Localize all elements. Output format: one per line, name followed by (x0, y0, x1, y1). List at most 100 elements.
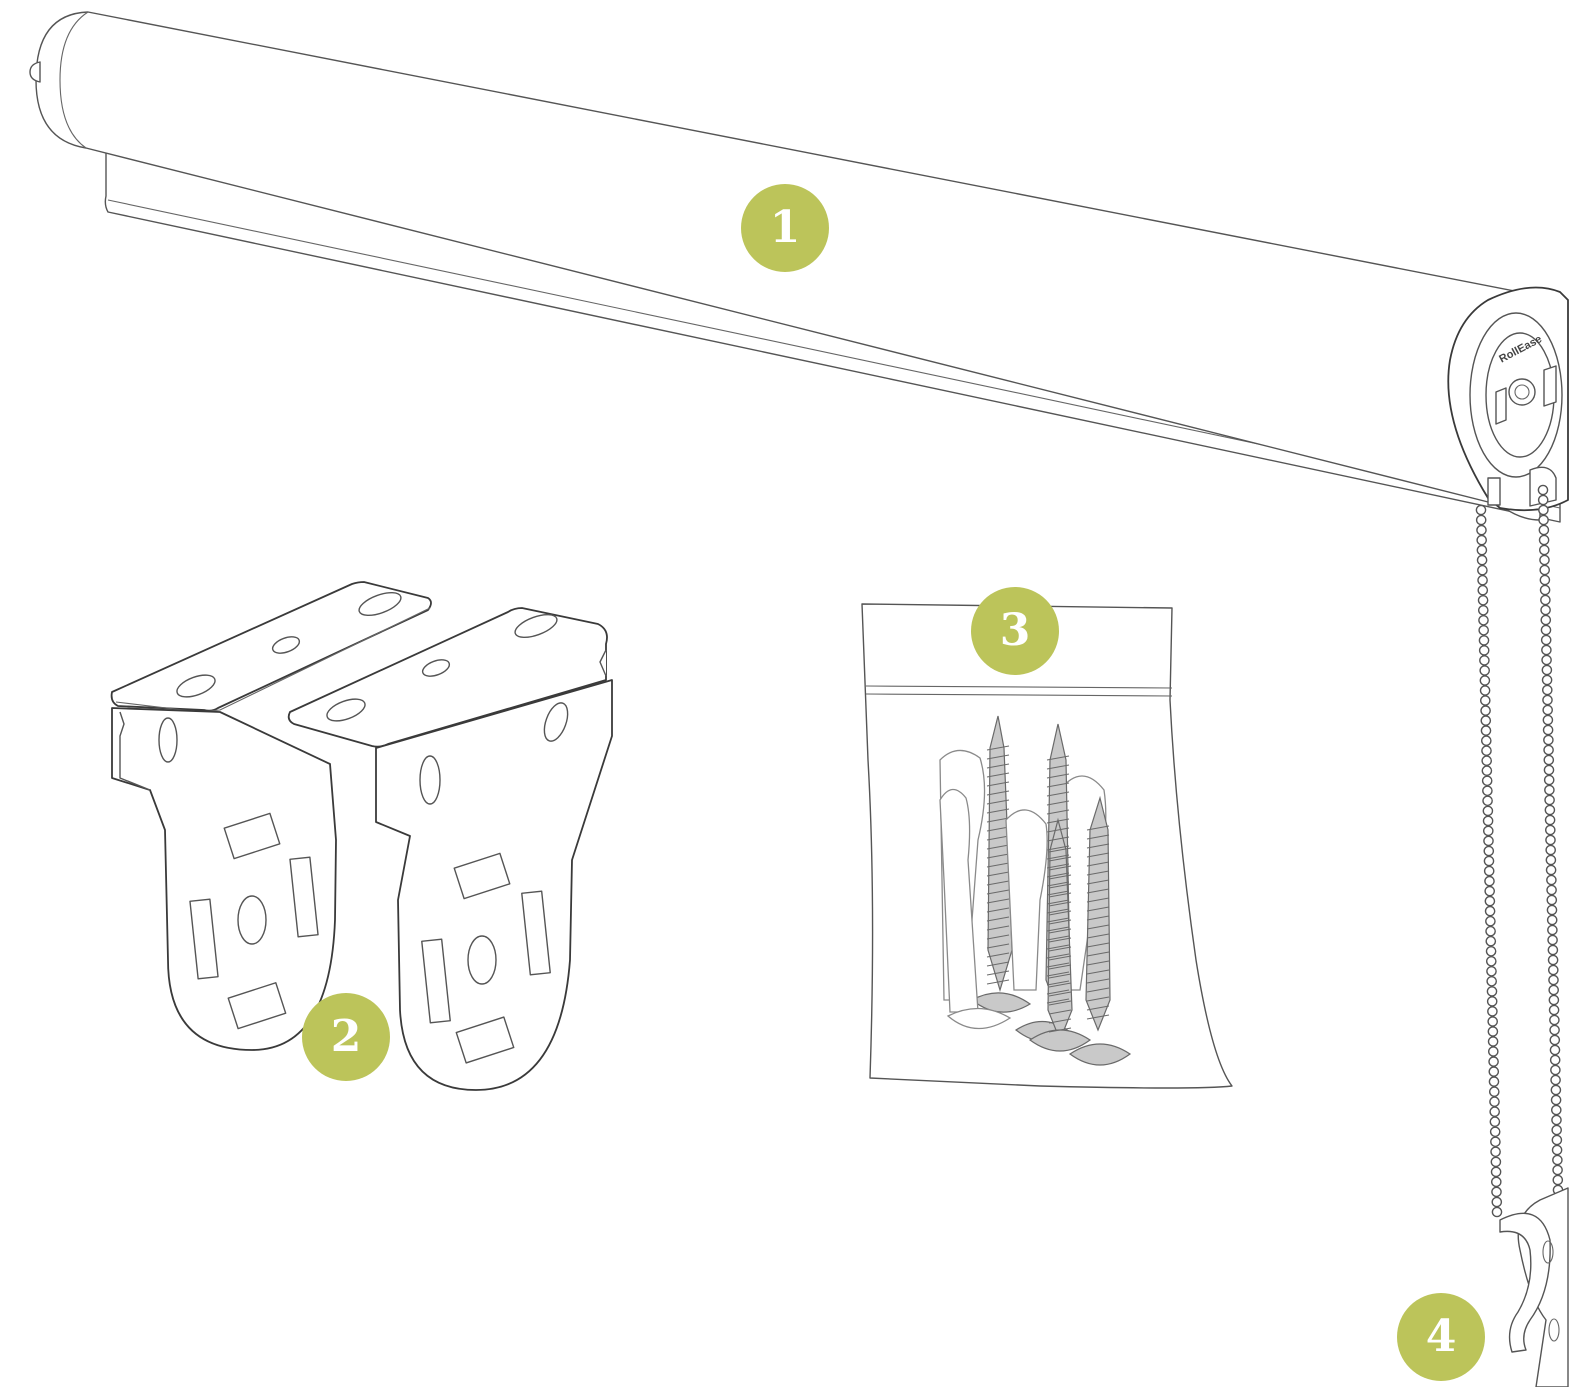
chain-bead (1542, 645, 1551, 654)
chain-bead (1550, 1005, 1559, 1014)
chain-bead (1485, 887, 1494, 896)
chain-bead (1489, 1037, 1498, 1046)
chain-bead (1488, 1027, 1497, 1036)
chain-bead (1550, 1015, 1559, 1024)
chain-bead (1548, 915, 1557, 924)
part-number-badge-3: 3 (971, 587, 1059, 675)
chain-bead (1482, 746, 1491, 755)
chain-bead (1488, 997, 1497, 1006)
chain-bead (1544, 735, 1553, 744)
chain-bead (1544, 765, 1553, 774)
chain-bead (1545, 775, 1554, 784)
chain-bead (1552, 1105, 1561, 1114)
chain-bead (1551, 1085, 1560, 1094)
chain-bead (1491, 1147, 1500, 1156)
chain-bead (1481, 726, 1490, 735)
chain-bead (1492, 1187, 1501, 1196)
chain-bead (1486, 927, 1495, 936)
chain-bead (1480, 646, 1489, 655)
chain-bead (1490, 1087, 1499, 1096)
chain-bead (1483, 806, 1492, 815)
chain-bead (1544, 755, 1553, 764)
chain-bead (1540, 565, 1549, 574)
chain-bead (1487, 987, 1496, 996)
chain-bead (1491, 1157, 1500, 1166)
chain-bead (1479, 616, 1488, 625)
chain-bead (1481, 706, 1490, 715)
chain-bead (1541, 625, 1550, 634)
chain-bead (1483, 786, 1492, 795)
chain-bead (1540, 575, 1549, 584)
chain-bead (1552, 1125, 1561, 1134)
part-number-badge-2: 2 (302, 993, 390, 1081)
chain-bead (1540, 555, 1549, 564)
chain-bead (1548, 935, 1557, 944)
chain-bead (1484, 816, 1493, 825)
chain-bead (1477, 546, 1486, 555)
chain-bead (1546, 815, 1555, 824)
chain-bead (1486, 917, 1495, 926)
chain-bead (1477, 526, 1486, 535)
chain-bead (1542, 635, 1551, 644)
chain-bead (1481, 716, 1490, 725)
chain-bead (1541, 585, 1550, 594)
chain-bead (1490, 1107, 1499, 1116)
chain-bead (1548, 945, 1557, 954)
chain-bead (1547, 905, 1556, 914)
bead-chain-right (1538, 485, 1562, 1194)
chain-bead (1543, 685, 1552, 694)
chain-bead (1552, 1135, 1561, 1144)
chain-bead (1489, 1047, 1498, 1056)
chain-bead (1542, 655, 1551, 664)
chain-bead (1485, 897, 1494, 906)
chain-bead (1489, 1057, 1498, 1066)
chain-bead (1490, 1117, 1499, 1126)
chain-bead (1547, 865, 1556, 874)
chain-bead (1541, 595, 1550, 604)
chain-bead (1543, 695, 1552, 704)
chain-bead (1539, 505, 1548, 514)
chain-bead (1490, 1097, 1499, 1106)
chain-bead (1550, 1025, 1559, 1034)
chain-bead (1477, 515, 1486, 524)
chain-bead (1487, 967, 1496, 976)
chain-bead (1546, 825, 1555, 834)
chain-bead (1483, 796, 1492, 805)
chain-bead (1553, 1165, 1562, 1174)
chain-bead (1551, 1065, 1560, 1074)
end-cap-clip-left (1496, 388, 1506, 424)
part-number-badge-1: 1 (741, 184, 829, 272)
chain-bead (1484, 826, 1493, 835)
chain-bead (1541, 615, 1550, 624)
chain-bead (1546, 855, 1555, 864)
chain-bead (1551, 1055, 1560, 1064)
chain-bead (1543, 705, 1552, 714)
chain-bead (1489, 1067, 1498, 1076)
chain-bead (1549, 975, 1558, 984)
chain-bead (1551, 1075, 1560, 1084)
chain-bead (1552, 1115, 1561, 1124)
chain-bead (1478, 586, 1487, 595)
chain-bead (1492, 1177, 1501, 1186)
tube-end-pin (30, 62, 40, 82)
chain-bead (1478, 556, 1487, 565)
chain-bead (1553, 1175, 1562, 1184)
chain-bead (1550, 1045, 1559, 1054)
chain-bead (1487, 957, 1496, 966)
chain-bead (1542, 665, 1551, 674)
chain-bead (1479, 626, 1488, 635)
end-cap-hub (1509, 379, 1535, 405)
chain-bead (1540, 535, 1549, 544)
chain-bead (1478, 576, 1487, 585)
chain-bead (1489, 1077, 1498, 1086)
chain-bead (1484, 856, 1493, 865)
chain-bead (1479, 606, 1488, 615)
chain-bead (1549, 965, 1558, 974)
chain-bead (1484, 846, 1493, 855)
chain-bead (1549, 995, 1558, 1004)
chain-bead (1481, 686, 1490, 695)
chain-bead (1491, 1137, 1500, 1146)
chain-bead (1481, 696, 1490, 705)
chain-bead (1480, 676, 1489, 685)
chain-bead (1538, 485, 1547, 494)
